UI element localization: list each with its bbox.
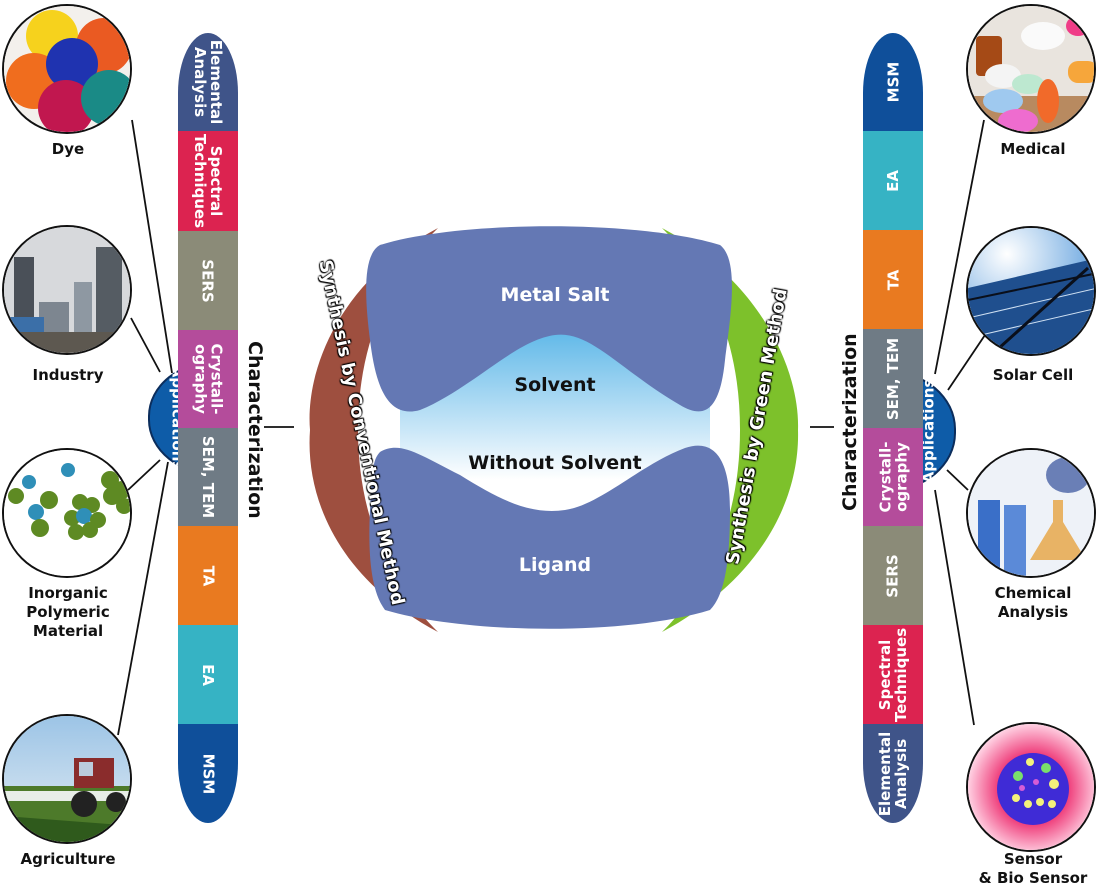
solar-panel-icon — [968, 228, 1094, 354]
segment-crystallography-left: Crystall- ography — [178, 330, 238, 428]
biosensor-icon — [968, 724, 1094, 850]
metal-salt-blob — [366, 226, 732, 412]
connector-line-agriculture — [117, 461, 169, 736]
segment-sers-left: SERS — [178, 231, 238, 330]
characterization-label-right: Characterization — [839, 333, 861, 511]
medical-label: Medical — [1000, 140, 1066, 158]
connector-line-sensor — [934, 489, 975, 726]
segment-elemental-analysis-right: Elemental Analysis — [863, 724, 923, 823]
segment-sem-tem-right: SEM, TEM — [863, 329, 923, 428]
segment-spectral-techniques-right: Spectral Techniques — [863, 625, 923, 724]
segment-spectral-techniques-left: Spectral Techniques — [178, 131, 238, 231]
solar-cell-circle[interactable] — [966, 226, 1096, 356]
connector-line-inorganic — [127, 459, 161, 491]
dye-circle[interactable] — [2, 4, 132, 134]
without-solvent-label: Without Solvent — [468, 452, 642, 474]
connector-line-medical — [934, 119, 985, 375]
segment-msm-left: MSM — [178, 724, 238, 823]
segment-crystallography-right: Crystall- ography — [863, 428, 923, 526]
characterization-label-left: Characterization — [244, 341, 266, 519]
industry-label: Industry — [32, 366, 104, 384]
segment-sers-right: SERS — [863, 526, 923, 625]
conventional-method-arc — [309, 228, 438, 632]
agriculture-label: Agriculture — [20, 850, 116, 868]
medical-circle[interactable] — [966, 4, 1096, 134]
segment-ta-left: TA — [178, 526, 238, 625]
agriculture-circle[interactable] — [2, 714, 132, 844]
chemical-analysis-label: Chemical Analysis — [994, 584, 1072, 621]
dye-label: Dye — [51, 140, 85, 158]
industry-circle[interactable] — [2, 225, 132, 355]
characterization-bar-left: Elemental Analysis Spectral Techniques S… — [178, 33, 238, 823]
factory-icon — [4, 227, 130, 353]
segment-ea-left: EA — [178, 625, 238, 724]
tractor-field-icon — [4, 716, 130, 842]
characterization-bar-right: MSM EA TA SEM, TEM Crystall- ography SER… — [863, 33, 923, 823]
segment-ea-right: EA — [863, 131, 923, 230]
inorganic-polymeric-circle[interactable] — [2, 448, 132, 578]
segment-elemental-analysis-left: Elemental Analysis — [178, 33, 238, 131]
segment-sem-tem-left: SEM, TEM — [178, 428, 238, 526]
sensor-circle[interactable] — [966, 722, 1096, 852]
inorganic-polymeric-label: Inorganic Polymeric Material — [26, 584, 110, 640]
synthesis-diagram — [309, 226, 799, 632]
chemical-analysis-circle[interactable] — [966, 448, 1096, 578]
segment-msm-right: MSM — [863, 33, 923, 131]
connector-line-industry — [130, 317, 161, 373]
connector-line-dye — [131, 119, 173, 374]
metal-salt-label: Metal Salt — [500, 284, 610, 306]
connector-line-chemical — [946, 469, 969, 491]
sensor-bio-sensor-label: Sensor & Bio Sensor — [978, 850, 1088, 887]
pills-icon — [968, 6, 1094, 132]
ligand-blob — [369, 445, 730, 629]
molecule-cluster-icon — [4, 450, 130, 576]
ligand-label: Ligand — [518, 554, 592, 576]
lab-flask-icon — [968, 450, 1094, 576]
dye-powder-icon — [4, 6, 130, 132]
connector-line-solar — [947, 334, 986, 391]
green-method-arc — [662, 228, 799, 632]
solvent-label: Solvent — [514, 374, 596, 396]
segment-ta-right: TA — [863, 230, 923, 329]
solar-cell-label: Solar Cell — [992, 366, 1074, 384]
